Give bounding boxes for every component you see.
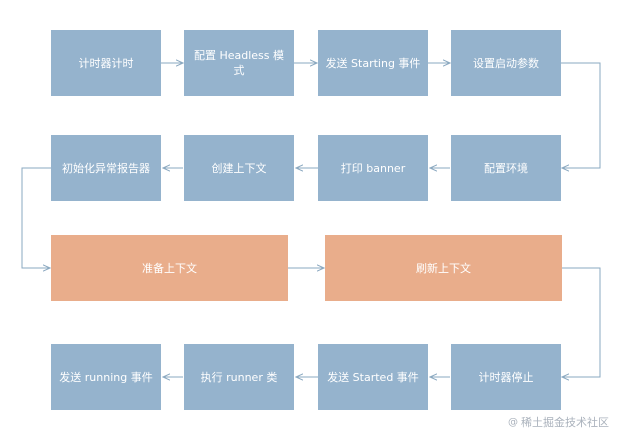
step-label: 配置环境 [484, 161, 528, 175]
step-configure-environment: 配置环境 [451, 135, 561, 201]
step-label: 发送 Started 事件 [327, 370, 419, 384]
step-label: 初始化异常报告器 [62, 161, 150, 175]
step-label: 配置 Headless 模式 [193, 49, 285, 77]
watermark-text: 稀土掘金技术社区 [521, 416, 609, 429]
step-label: 准备上下文 [142, 261, 197, 275]
step-refresh-context: 刷新上下文 [325, 235, 562, 301]
step-send-started-event: 发送 Started 事件 [318, 344, 428, 410]
step-label: 刷新上下文 [416, 261, 471, 275]
step-start-timer: 计时器计时 [51, 30, 161, 96]
edge-reporter-to-prepare [21, 167, 51, 268]
step-label: 发送 running 事件 [59, 370, 153, 384]
step-label: 发送 Starting 事件 [325, 56, 421, 70]
step-send-starting-event: 发送 Starting 事件 [318, 30, 428, 96]
at-sign-icon: @ [508, 416, 518, 428]
edge-refresh-to-stop-timer [562, 267, 601, 377]
step-init-exception-reporter: 初始化异常报告器 [51, 135, 161, 201]
step-label: 设置启动参数 [473, 56, 539, 70]
step-execute-runner: 执行 runner 类 [184, 344, 294, 410]
step-create-context: 创建上下文 [184, 135, 294, 201]
step-send-running-event: 发送 running 事件 [51, 344, 161, 410]
step-label: 计时器停止 [478, 370, 534, 384]
edge-args-to-environment [561, 62, 601, 168]
step-set-startup-args: 设置启动参数 [451, 30, 561, 96]
step-label: 创建上下文 [211, 161, 267, 175]
step-label: 执行 runner 类 [200, 370, 278, 384]
step-label: 计时器计时 [78, 56, 134, 70]
step-configure-headless: 配置 Headless 模式 [184, 30, 294, 96]
step-label: 打印 banner [340, 161, 406, 175]
step-stop-timer: 计时器停止 [451, 344, 561, 410]
step-print-banner: 打印 banner [318, 135, 428, 201]
step-prepare-context: 准备上下文 [51, 235, 288, 301]
watermark: @ 稀土掘金技术社区 [508, 414, 609, 430]
